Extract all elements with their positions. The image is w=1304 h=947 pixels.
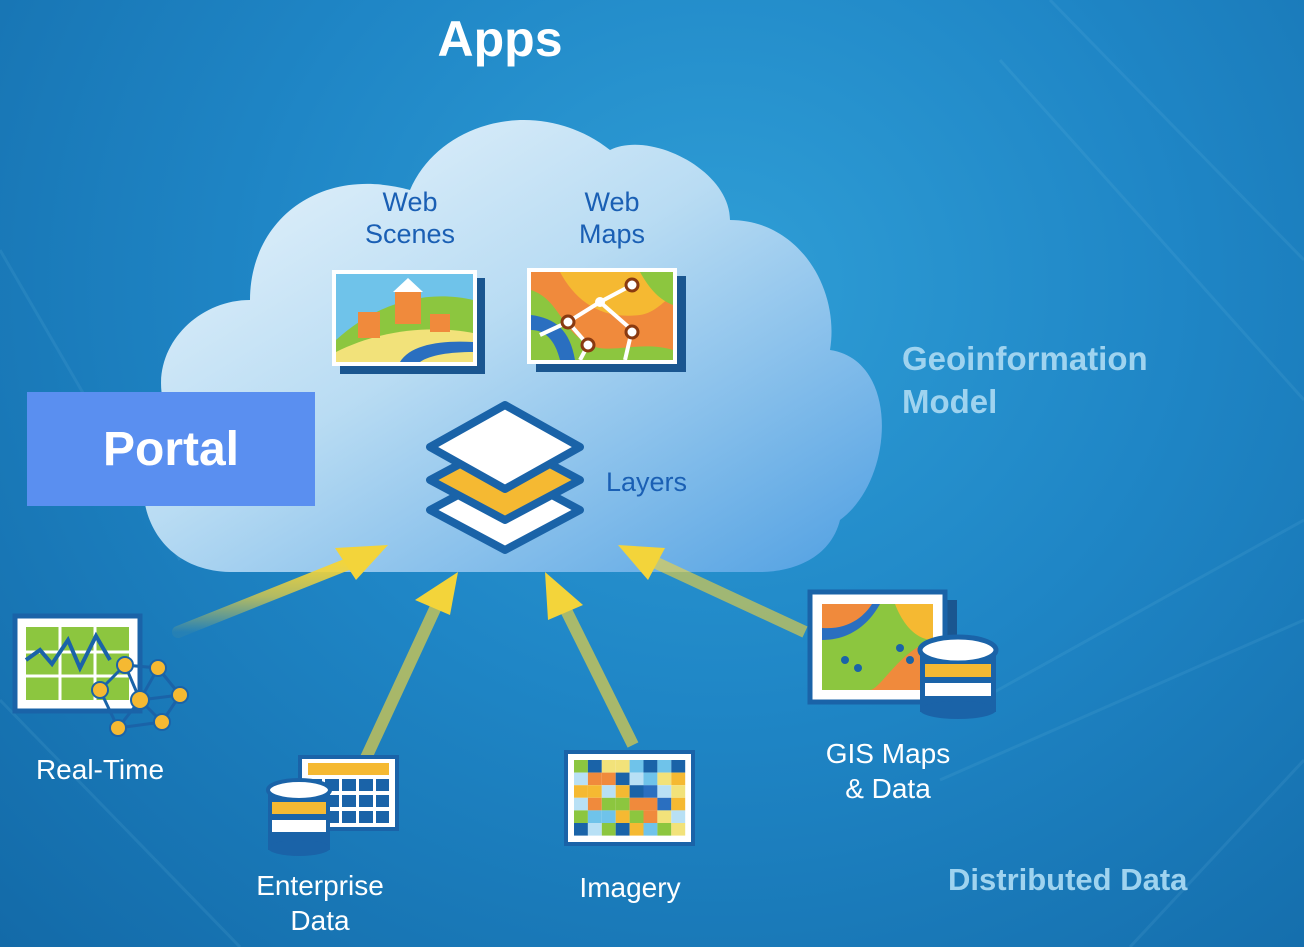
imagery-pixel	[671, 785, 686, 798]
imagery-pixel	[574, 823, 588, 836]
imagery-pixel	[587, 772, 602, 786]
enterprise-label-line1: Enterprise	[256, 870, 384, 901]
imagery-pixel	[629, 785, 644, 798]
imagery-pixel	[587, 823, 602, 836]
layers-label: Layers	[606, 467, 688, 497]
imagery-pixel	[587, 810, 602, 823]
enterprise-label-line2: Data	[290, 905, 350, 936]
real-time-label: Real-Time	[35, 754, 165, 785]
imagery-pixel	[615, 772, 630, 786]
web-scenes-label: Web Scenes	[350, 186, 470, 251]
real-time-icon	[12, 613, 189, 737]
imagery-pixel	[601, 797, 616, 811]
web-maps-label-line1: Web	[584, 187, 640, 217]
imagery-pixel	[671, 772, 686, 786]
imagery-pixel	[601, 823, 616, 836]
imagery-pixel	[643, 810, 658, 823]
web-scenes-icon	[332, 270, 485, 374]
web-maps-icon	[527, 268, 686, 372]
arrow-imagery	[545, 572, 639, 748]
imagery-pixel	[629, 823, 644, 836]
geoinformation-label-line1: Geoinformation	[902, 340, 1148, 377]
imagery-pixel	[643, 785, 658, 798]
imagery-pixel	[657, 760, 672, 773]
imagery-pixel	[629, 772, 644, 786]
arrow-enterprise	[359, 572, 458, 763]
imagery-pixel	[615, 797, 630, 811]
portal-box: Portal	[27, 392, 315, 506]
imagery-pixel	[643, 797, 658, 811]
geoinformation-label-line2: Model	[902, 382, 998, 420]
cloud-shape	[143, 120, 882, 572]
imagery-pixel	[615, 785, 630, 798]
imagery-pixel	[671, 760, 686, 773]
enterprise-data-icon	[266, 755, 399, 856]
imagery-pixel	[601, 772, 616, 786]
imagery-pixel	[615, 823, 630, 836]
imagery-pixel	[574, 785, 588, 798]
imagery-pixel	[587, 760, 602, 773]
gis-maps-data-label: GIS Maps & Data	[788, 736, 988, 806]
imagery-pixel	[657, 823, 672, 836]
portal-label: Portal	[102, 422, 240, 476]
imagery-pixel	[574, 772, 588, 786]
imagery-icon	[564, 750, 695, 846]
imagery-pixel	[643, 772, 658, 786]
imagery-pixel	[601, 810, 616, 823]
imagery-pixel	[601, 785, 616, 798]
geoinformation-model-label: Geoinformation Model	[902, 338, 1282, 424]
imagery-pixel	[587, 785, 602, 798]
imagery-pixel	[671, 810, 686, 823]
layers-stack-icon	[426, 401, 584, 554]
imagery-pixel	[574, 810, 588, 823]
imagery-pixel	[629, 797, 644, 811]
imagery-pixel	[615, 760, 630, 773]
imagery-label: Imagery	[579, 872, 681, 903]
imagery-pixel	[657, 785, 672, 798]
imagery-pixel	[629, 810, 644, 823]
imagery-pixel	[574, 797, 588, 811]
arrow-real-time	[172, 545, 388, 638]
enterprise-data-label: Enterprise Data	[210, 868, 430, 938]
web-scenes-label-line2: Scenes	[364, 219, 456, 250]
imagery-pixel	[643, 760, 658, 773]
page-title: Apps	[437, 11, 563, 67]
gis-maps-data-icon	[807, 589, 999, 719]
imagery-pixel	[629, 760, 644, 773]
imagery-pixel	[657, 797, 672, 811]
imagery-pixel	[671, 823, 686, 836]
imagery-pixel	[601, 760, 616, 773]
imagery-pixel	[574, 760, 588, 773]
imagery-pixel	[671, 797, 686, 811]
gis-label-line1: GIS Maps	[825, 738, 951, 769]
distributed-data-label: Distributed Data	[948, 862, 1188, 897]
web-scenes-label-line1: Web	[382, 187, 438, 217]
imagery-pixel	[587, 797, 602, 811]
imagery-pixel	[615, 810, 630, 823]
imagery-pixel	[657, 810, 672, 823]
arrow-gis	[618, 545, 808, 638]
web-maps-label: Web Maps	[552, 186, 672, 251]
imagery-pixel	[657, 772, 672, 786]
gis-label-line2: & Data	[845, 773, 931, 804]
web-maps-label-line2: Maps	[578, 219, 646, 250]
imagery-pixel	[643, 823, 658, 836]
